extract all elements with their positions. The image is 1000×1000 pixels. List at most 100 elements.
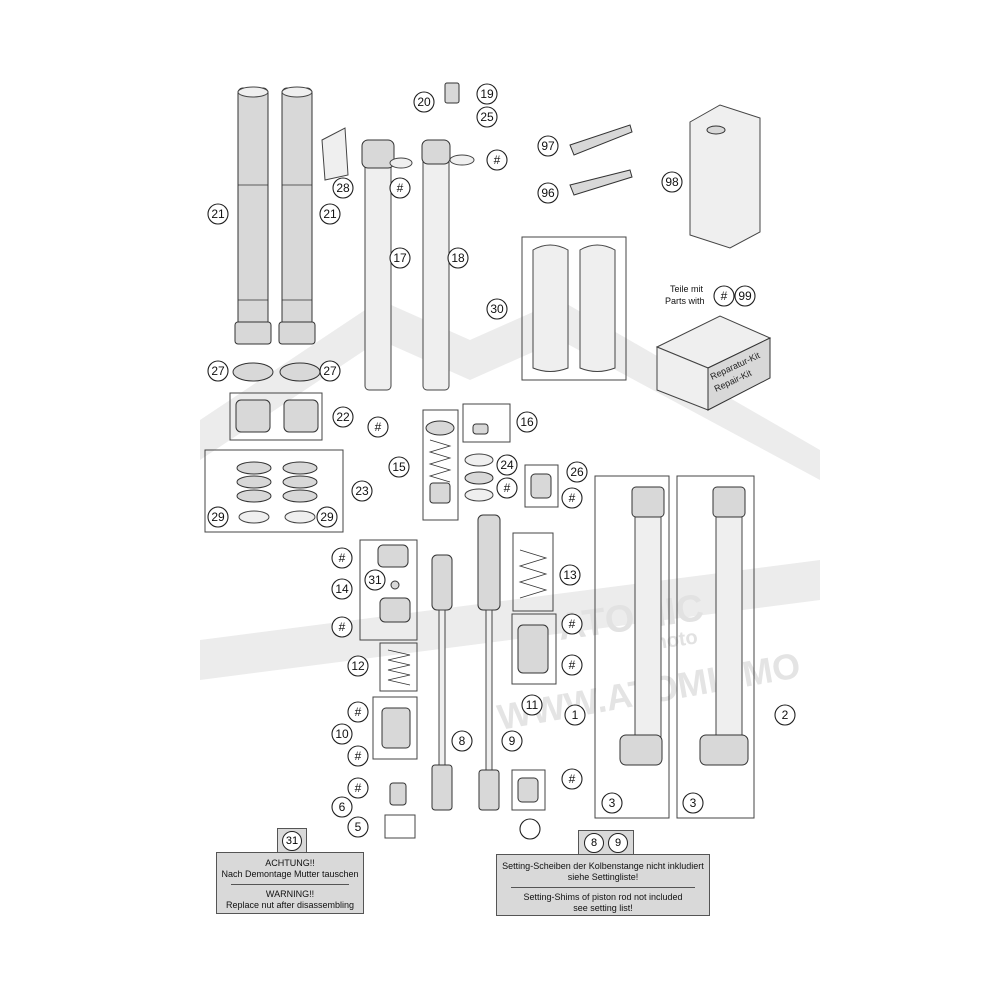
frame-11 xyxy=(511,613,557,685)
callout-label: # xyxy=(504,481,511,495)
callout-circle xyxy=(496,454,518,476)
part-24-rings xyxy=(464,453,494,502)
callout-8: 8 xyxy=(451,730,473,752)
note-right-divider xyxy=(511,887,695,888)
callout-hash: # xyxy=(347,777,369,799)
callout-circle xyxy=(521,694,543,716)
callout-hash: # xyxy=(347,745,369,767)
callout-hash: # xyxy=(347,701,369,723)
callout-circle xyxy=(347,777,369,799)
callout-label: 28 xyxy=(336,181,350,195)
part-21-outer-tubes xyxy=(234,86,316,345)
callout-25: 25 xyxy=(476,106,498,128)
callout-label: # xyxy=(569,772,576,786)
callout-circle xyxy=(347,701,369,723)
callout-circle xyxy=(774,704,796,726)
callout-circle xyxy=(332,406,354,428)
callout-10: 10 xyxy=(331,723,353,745)
callout-21: 21 xyxy=(207,203,229,225)
callout-16: 16 xyxy=(516,411,538,433)
callout-hash: # xyxy=(389,177,411,199)
note-left-en-title: WARNING!! xyxy=(265,889,315,899)
part-16 xyxy=(472,423,489,435)
callout-label: 1 xyxy=(572,708,579,722)
callout-circle xyxy=(389,177,411,199)
callout-label: 29 xyxy=(211,510,225,524)
callout-circle xyxy=(207,203,229,225)
callout-30: 30 xyxy=(486,298,508,320)
callout-label: 27 xyxy=(211,364,225,378)
callout-circle xyxy=(389,247,411,269)
callout-circle xyxy=(351,480,373,502)
part-22-23-bushings xyxy=(235,399,319,524)
callout-label: 8 xyxy=(459,734,466,748)
callout-label: # xyxy=(339,551,346,565)
callout-label: 3 xyxy=(690,796,697,810)
callout-label: 18 xyxy=(451,251,465,265)
callout-circle xyxy=(331,616,353,638)
callout-label: # xyxy=(375,420,382,434)
callout-label: 25 xyxy=(480,110,494,124)
callout-circle xyxy=(537,135,559,157)
part-15-spring xyxy=(425,420,455,504)
callout-label: 31 xyxy=(368,573,382,587)
callout-14: 14 xyxy=(331,578,353,600)
callout-24: 24 xyxy=(496,454,518,476)
callout-circle xyxy=(367,416,389,438)
callout-circle xyxy=(486,149,508,171)
callout-hash: # xyxy=(331,547,353,569)
note-left-tab-label: 31 xyxy=(282,831,302,851)
callout-label: # xyxy=(355,749,362,763)
callout-31: 31 xyxy=(364,569,386,591)
frame-26 xyxy=(524,464,559,508)
note-left-tab: 31 xyxy=(277,828,307,854)
callout-label: # xyxy=(721,289,728,303)
callout-label: 21 xyxy=(211,207,225,221)
callout-hash: # xyxy=(561,768,583,790)
note-right-de-line1: Setting-Scheiben der Kolbenstange nicht … xyxy=(502,861,704,871)
callout-circle xyxy=(559,564,581,586)
callout-circle xyxy=(713,285,735,307)
callout-label: 97 xyxy=(541,139,555,153)
callout-circle xyxy=(476,83,498,105)
part-96-97-grease-tubes xyxy=(569,124,633,196)
callout-hash: # xyxy=(486,149,508,171)
callout-circle xyxy=(347,745,369,767)
callout-label: 24 xyxy=(500,458,514,472)
callout-27: 27 xyxy=(319,360,341,382)
callout-6: 6 xyxy=(331,796,353,818)
part-14-31 xyxy=(377,544,411,623)
callout-circle xyxy=(319,360,341,382)
callout-11: 11 xyxy=(521,694,543,716)
callout-3: 3 xyxy=(682,792,704,814)
callout-13: 13 xyxy=(559,564,581,586)
callout-label: 96 xyxy=(541,186,555,200)
callout-circle xyxy=(332,177,354,199)
callout-label: # xyxy=(569,617,576,631)
kit-text-en: Parts with xyxy=(665,296,705,306)
frame-30 xyxy=(521,236,627,381)
frame-23 xyxy=(204,449,344,533)
frame-10 xyxy=(372,696,418,760)
callout-circle xyxy=(347,655,369,677)
frame-16 xyxy=(462,403,511,443)
part-17-18-inner-tubes xyxy=(361,82,475,391)
callout-12: 12 xyxy=(347,655,369,677)
note-right-tab: 8 9 xyxy=(578,830,634,856)
callout-22: 22 xyxy=(332,406,354,428)
part-99-repair-kit-box: Reparatur-Kit Repair-Kit xyxy=(655,315,772,411)
callout-circle xyxy=(319,203,341,225)
callout-circle xyxy=(364,569,386,591)
callout-99: 99 xyxy=(734,285,756,307)
callout-circle xyxy=(451,730,473,752)
callout-circle xyxy=(476,106,498,128)
callout-label: # xyxy=(355,705,362,719)
frame-14 xyxy=(359,539,418,641)
callout-circle xyxy=(331,723,353,745)
part-8-9-rods xyxy=(431,514,501,811)
callout-label: 14 xyxy=(335,582,349,596)
note-left-de-text: Nach Demontage Mutter tauschen xyxy=(221,869,359,879)
part-28-sticker xyxy=(321,127,349,181)
callout-5: 5 xyxy=(347,816,369,838)
